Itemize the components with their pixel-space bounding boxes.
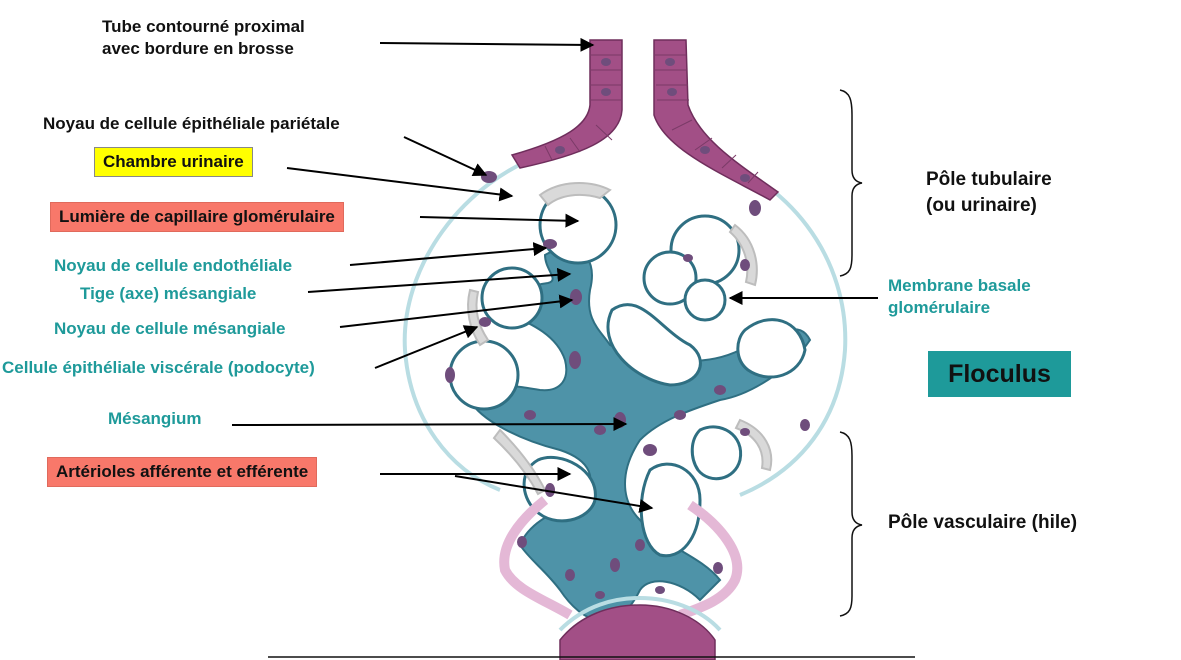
label-membrane-basale: Membrane basale glomérulaire <box>888 275 1031 319</box>
arrow-endotheliale <box>349 242 548 266</box>
label-membrane-line1: Membrane basale <box>888 276 1031 295</box>
pointer-arrows <box>231 37 878 513</box>
label-noyau-mesangiale: Noyau de cellule mésangiale <box>54 319 286 338</box>
label-lumiere-capillaire: Lumière de capillaire glomérulaire <box>50 202 344 232</box>
label-tige-mesangiale: Tige (axe) mésangiale <box>80 284 257 303</box>
arrow-chambre <box>286 167 514 202</box>
label-membrane-line2: glomérulaire <box>888 298 991 317</box>
arrow-podocyte <box>374 325 479 369</box>
podocytes <box>467 182 773 496</box>
label-pole-vasculaire: Pôle vasculaire (hile) <box>888 512 1078 533</box>
brace-pole-tubulaire <box>839 89 863 277</box>
arrow-lumiere <box>419 213 580 228</box>
label-pole-tubulaire-line1: Pôle tubulaire <box>926 169 1052 190</box>
label-chambre-urinaire: Chambre urinaire <box>94 147 253 177</box>
arrow-noyau-mesangiale <box>339 294 574 328</box>
label-tube-line1: Tube contourné proximal <box>102 17 305 36</box>
label-tube-contourne: Tube contourné proximal avec bordure en … <box>102 16 305 60</box>
bottom-tubule <box>559 604 716 660</box>
label-pole-tubulaire: Pôle tubulaire (ou urinaire) <box>926 167 1052 219</box>
proximal-tubule <box>510 39 780 201</box>
label-noyau-endotheliale: Noyau de cellule endothéliale <box>54 256 293 275</box>
label-floculus: Floculus <box>928 351 1071 397</box>
label-tube-line2: avec bordure en brosse <box>102 39 294 58</box>
brace-pole-vasculaire <box>839 431 863 617</box>
label-noyau-parietale: Noyau de cellule épithéliale pariétale <box>43 114 340 133</box>
label-pole-tubulaire-line2: (ou urinaire) <box>926 195 1037 216</box>
label-podocyte: Cellule épithéliale viscérale (podocyte) <box>2 358 315 377</box>
arrow-arteriole-2 <box>454 475 654 513</box>
arrow-noyau-parietale <box>403 136 488 177</box>
arrow-tige <box>307 267 572 293</box>
arrow-mesangium <box>231 417 628 432</box>
label-arterioles: Artérioles afférente et efférente <box>47 457 318 487</box>
arterioles <box>499 496 743 620</box>
nuclei <box>445 171 810 599</box>
label-mesangium: Mésangium <box>108 409 202 428</box>
arrow-tube <box>379 37 595 52</box>
capillary-loops <box>448 185 807 558</box>
